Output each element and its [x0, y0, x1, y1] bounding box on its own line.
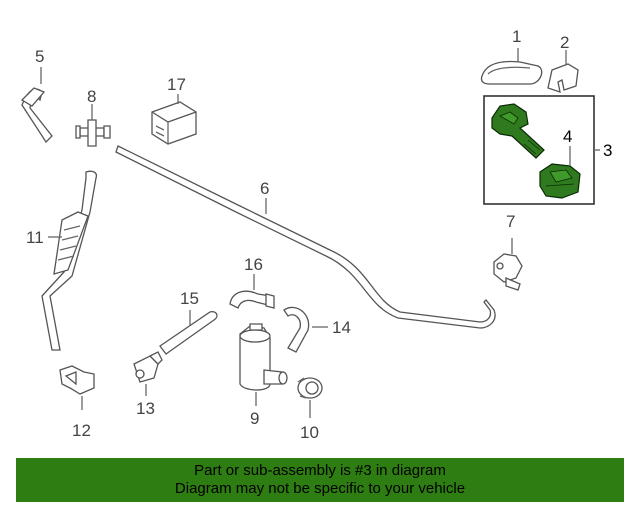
part-12-connector[interactable]: [59, 365, 95, 395]
callout-10[interactable]: 10: [300, 423, 319, 442]
part-17-module[interactable]: [151, 101, 197, 145]
part-1-cap[interactable]: [480, 60, 543, 85]
callout-6[interactable]: 6: [260, 179, 270, 198]
callout-8[interactable]: 8: [87, 87, 97, 106]
info-banner: Part or sub-assembly is #3 in diagram Di…: [16, 458, 624, 502]
banner-line-2: Diagram may not be specific to your vehi…: [174, 480, 466, 497]
part-2-clip[interactable]: [547, 63, 579, 93]
callout-5[interactable]: 5: [35, 47, 45, 66]
callout-14[interactable]: 14: [332, 318, 351, 337]
part-9-washer-pump[interactable]: [239, 323, 288, 391]
callout-16[interactable]: 16: [244, 255, 263, 274]
callout-12[interactable]: 12: [72, 421, 91, 440]
callout-11[interactable]: 11: [26, 228, 44, 247]
part-3-nozzle-highlighted[interactable]: [491, 103, 545, 159]
part-10-grommet[interactable]: [297, 377, 323, 399]
part-14-hose[interactable]: [283, 306, 310, 353]
callout-15[interactable]: 15: [180, 289, 199, 308]
callout-17[interactable]: 17: [167, 75, 186, 94]
part-16-hose[interactable]: [229, 290, 275, 309]
callout-1[interactable]: 1: [512, 27, 522, 46]
part-3-assembly-box[interactable]: [483, 95, 595, 205]
part-6-washer-hose[interactable]: [115, 145, 496, 329]
part-5-hose[interactable]: [20, 87, 53, 144]
banner-line-1: Part or sub-assembly is #3 in diagram: [194, 462, 446, 479]
callout-13[interactable]: 13: [136, 399, 155, 418]
part-4-bracket-highlighted[interactable]: [539, 163, 581, 199]
callout-4[interactable]: 4: [563, 127, 573, 146]
part-15-hose[interactable]: [159, 310, 218, 355]
parts-diagram: [20, 48, 600, 418]
callout-2[interactable]: 2: [560, 33, 570, 52]
part-8-tee-connector[interactable]: [75, 119, 111, 147]
callout-9[interactable]: 9: [250, 409, 260, 428]
callout-7[interactable]: 7: [506, 212, 516, 231]
part-13-check-valve[interactable]: [133, 351, 163, 383]
part-11-hose[interactable]: [41, 170, 98, 351]
part-7-nozzle-bracket[interactable]: [493, 253, 523, 291]
callout-3[interactable]: 3: [603, 141, 613, 160]
